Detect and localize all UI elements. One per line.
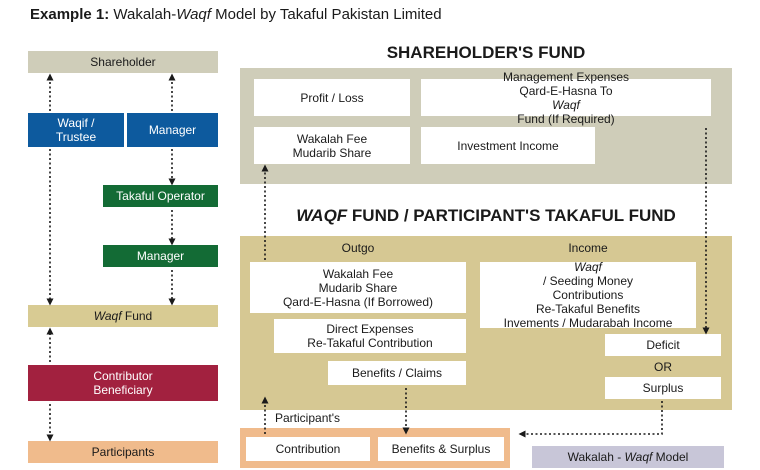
participants-label: Participant's: [275, 411, 340, 425]
income-line-2: Contributions: [552, 288, 624, 302]
surplus-box: Surplus: [605, 377, 721, 399]
wakalah-fee-line-1: Wakalah Fee: [296, 131, 368, 146]
waqf-fund-box: Waqf Fund: [28, 305, 218, 327]
direct-expenses-box: Direct Expenses Re-Takaful Contribution: [274, 319, 466, 353]
income-line-3: Re-Takaful Benefits: [535, 302, 641, 316]
income-box: Waqf / Seeding Money Contributions Re-Ta…: [480, 260, 696, 330]
model-label-b: Model: [652, 450, 689, 464]
or-label: OR: [654, 360, 672, 374]
benefits-surplus-box: Benefits & Surplus: [378, 437, 504, 461]
income-line-1-rest: / Seeding Money: [542, 274, 634, 288]
outgo-line-1: Wakalah Fee: [322, 266, 394, 281]
income-line-4: Invements / Mudarabah Income: [503, 316, 673, 330]
outgo-label: Outgo: [341, 241, 375, 255]
model-label-italic: Waqf: [624, 450, 653, 464]
contributor-line-1: Contributor: [93, 369, 153, 383]
diagram-title: Example 1: Wakalah-Waqf Model by Takaful…: [30, 6, 442, 24]
waqif-trustee-line-1: Waqif /: [57, 116, 95, 130]
management-expenses-line-1: Management Expenses: [502, 69, 630, 84]
income-line-1-italic: Waqf: [574, 260, 602, 274]
direct-expenses-line-1: Direct Expenses: [326, 322, 414, 336]
model-label-a: Wakalah -: [567, 450, 625, 464]
wakalah-fee-box: Wakalah Fee Mudarib Share: [254, 127, 410, 164]
management-expenses-line-2b: Fund (If Required): [517, 111, 615, 126]
management-expenses-line-2a: Qard-E-Hasna To: [519, 83, 613, 98]
waqif-trustee-box: Waqif / Trustee: [28, 113, 124, 147]
manager-top-box: Manager: [127, 113, 218, 147]
outgo-box: Wakalah Fee Mudarib Share Qard-E-Hasna (…: [250, 262, 466, 313]
contributor-beneficiary-box: Contributor Beneficiary: [28, 365, 218, 401]
investment-income-box: Investment Income: [421, 127, 595, 164]
waqf-fund-rest: Fund: [121, 309, 153, 323]
waqf-fund-heading-rest: FUND / PARTICIPANT'S TAKAFUL FUND: [347, 206, 676, 225]
management-expenses-box: Management Expenses Qard-E-Hasna To Waqf…: [421, 70, 711, 126]
deficit-box: Deficit: [605, 334, 721, 356]
income-label: Income: [568, 241, 608, 255]
waqf-fund-italic: Waqf: [93, 309, 122, 323]
benefits-claims-box: Benefits / Claims: [328, 361, 466, 385]
direct-expenses-line-2: Re-Takaful Contribution: [307, 336, 433, 350]
title-prefix: Example 1:: [30, 6, 110, 23]
shareholder-box: Shareholder: [28, 51, 218, 73]
arrow-surplus-to-benefits: [518, 401, 663, 438]
takaful-operator-box: Takaful Operator: [103, 185, 218, 207]
outgo-line-3: Qard-E-Hasna (If Borrowed): [282, 294, 434, 309]
wakalah-fee-line-2: Mudarib Share: [292, 145, 372, 160]
profit-loss-box: Profit / Loss: [254, 79, 410, 116]
title-text-a: Wakalah-: [109, 6, 177, 23]
model-label-box: Wakalah - Waqf Model: [532, 446, 724, 468]
title-text-b: Model by Takaful Pakistan Limited: [210, 6, 442, 23]
manager-mid-box: Manager: [103, 245, 218, 267]
contribution-box: Contribution: [246, 437, 370, 461]
waqif-trustee-line-2: Trustee: [55, 130, 97, 144]
contributor-line-2: Beneficiary: [93, 383, 153, 397]
outgo-line-2: Mudarib Share: [318, 280, 398, 295]
waqf-fund-heading-italic: WAQF: [296, 206, 348, 225]
management-expenses-line-2-italic: Waqf: [552, 97, 580, 112]
waqf-fund-heading: WAQF FUND / PARTICIPANT'S TAKAFUL FUND: [240, 205, 732, 227]
participants-box: Participants: [28, 441, 218, 463]
title-italic: Waqf: [176, 6, 211, 23]
shareholders-fund-heading: SHAREHOLDER'S FUND: [386, 43, 586, 62]
